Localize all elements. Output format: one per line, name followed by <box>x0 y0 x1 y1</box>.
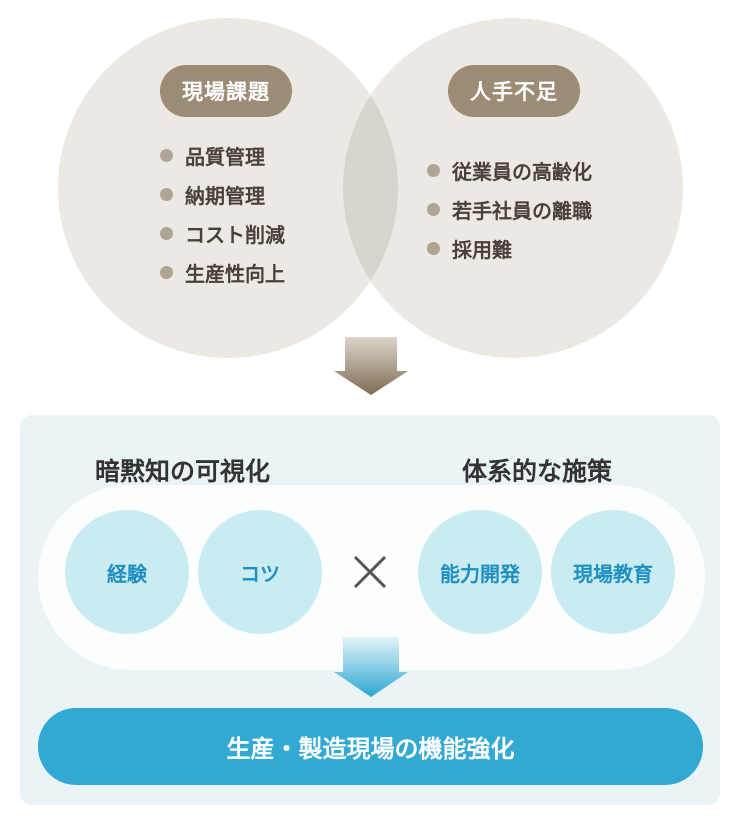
down-arrow-icon <box>334 637 408 697</box>
item-label: 採用難 <box>452 238 512 262</box>
times-icon <box>353 555 387 589</box>
list-item: 若手社員の離職 <box>427 190 592 229</box>
heading-tacit-knowledge: 暗黙知の可視化 <box>95 457 271 486</box>
down-arrow-icon <box>334 337 408 395</box>
bullet-icon <box>160 227 173 240</box>
bullet-icon <box>427 164 440 177</box>
item-label: 従業員の高齢化 <box>452 160 592 184</box>
list-item: 採用難 <box>427 229 592 268</box>
bullet-icon <box>427 203 440 216</box>
issue-list-left: 品質管理 納期管理 コスト削減 生産性向上 <box>160 136 285 292</box>
list-item: コスト削減 <box>160 214 285 253</box>
list-item: 従業員の高齢化 <box>427 151 592 190</box>
issue-list-right: 従業員の高齢化 若手社員の離職 採用難 <box>427 151 592 268</box>
circle-experience: 経験 <box>65 510 189 634</box>
list-item: 生産性向上 <box>160 253 285 292</box>
issue-title-left: 現場課題 <box>160 65 292 117</box>
circle-skill-development: 能力開発 <box>418 510 542 634</box>
item-label: 品質管理 <box>185 145 265 169</box>
item-label: 生産性向上 <box>185 262 285 286</box>
list-item: 品質管理 <box>160 136 285 175</box>
circle-knack: コツ <box>198 510 322 634</box>
list-item: 納期管理 <box>160 175 285 214</box>
bullet-icon <box>427 242 440 255</box>
bullet-icon <box>160 188 173 201</box>
circle-onsite-training: 現場教育 <box>551 510 675 634</box>
item-label: 納期管理 <box>185 184 265 208</box>
heading-systematic-measures: 体系的な施策 <box>462 457 613 486</box>
bullet-icon <box>160 266 173 279</box>
issue-title-right: 人手不足 <box>448 65 580 117</box>
item-label: コスト削減 <box>185 223 285 247</box>
bullet-icon <box>160 149 173 162</box>
result-banner: 生産・製造現場の機能強化 <box>38 708 703 785</box>
item-label: 若手社員の離職 <box>452 199 592 223</box>
